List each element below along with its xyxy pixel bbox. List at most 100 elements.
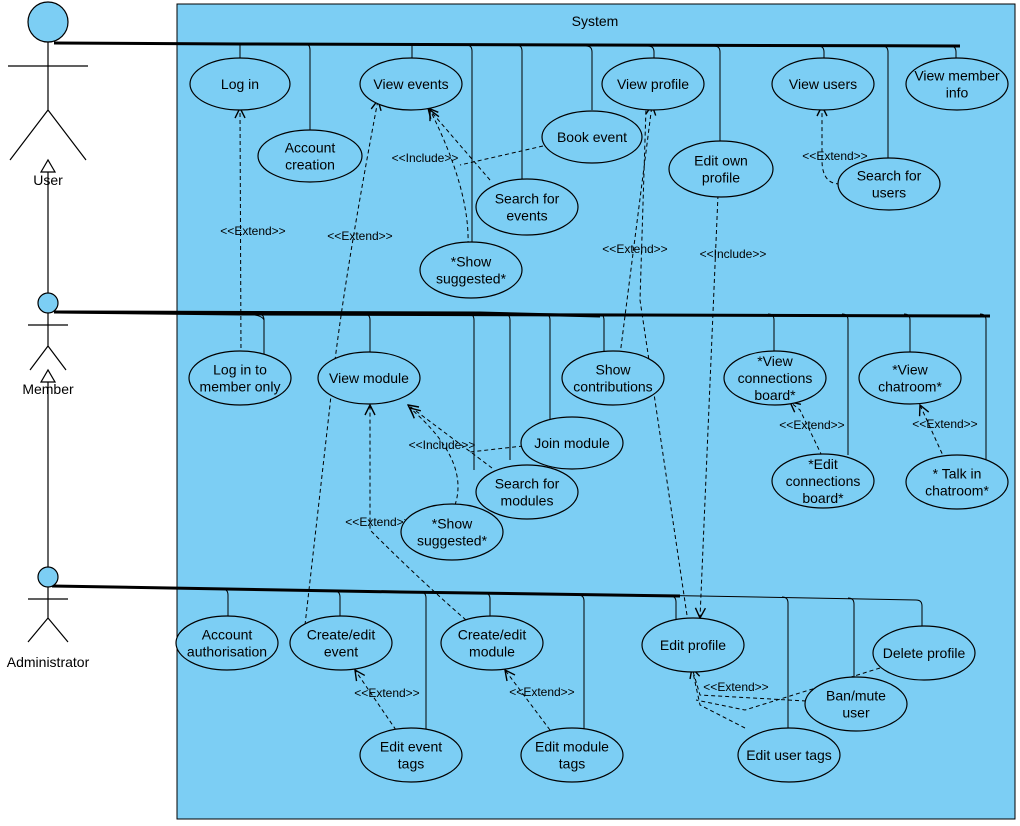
use-case-label: module (469, 644, 515, 660)
relation-label: <<Extend>> (345, 515, 410, 529)
use-case-label: member only (200, 379, 281, 395)
relation-show-suggested-events (430, 110, 469, 246)
relation-book-event (459, 145, 544, 166)
relation-label: <<Include>> (700, 247, 767, 261)
use-case-label: Create/edit (458, 627, 527, 643)
use-case-ellipse (561, 350, 665, 406)
relation-delete-profile (695, 667, 881, 711)
use-case-book-event[interactable]: Book event (541, 110, 643, 164)
use-case-label: user (842, 705, 870, 721)
use-case-label: Search for (495, 476, 560, 492)
use-case-view-module[interactable]: View module (317, 351, 421, 405)
relation-create-module-extend (370, 405, 467, 621)
use-case-label: *View (757, 353, 793, 369)
relation-module-tags-extend (505, 670, 551, 731)
use-case-label: authorisation (187, 644, 267, 660)
use-case-edit-profile[interactable]: Edit profile (641, 617, 745, 673)
use-case-label: View users (789, 76, 857, 92)
use-case-label: Edit profile (660, 637, 726, 653)
use-case-ellipse (858, 351, 962, 405)
use-case-label: creation (285, 157, 335, 173)
use-case-ellipse (257, 129, 363, 183)
use-case-label: tags (559, 756, 585, 772)
use-case-ellipse (771, 453, 875, 509)
use-case-label: Log in to (213, 362, 267, 378)
relation-label: <<Include>> (392, 151, 459, 165)
use-case-label: connections (786, 473, 861, 489)
use-case-label: View events (373, 76, 448, 92)
use-case-label: chatroom* (878, 379, 942, 395)
use-case-label: board* (802, 490, 844, 506)
use-case-ellipse (175, 615, 279, 671)
use-case-view-users[interactable]: View users (771, 57, 875, 111)
use-case-label: *Show (451, 254, 492, 270)
relation-search-users-extend (822, 106, 841, 185)
relation-show-contrib-extend (619, 105, 652, 356)
relation-join-module (469, 445, 524, 453)
relation-talk-chat-extend (920, 405, 946, 461)
use-case-label: Edit own (694, 153, 748, 169)
use-case-view-events[interactable]: View events (359, 57, 463, 111)
actor-member[interactable]: Member (22, 292, 74, 397)
use-case-delete-profile[interactable]: Delete profile (872, 625, 976, 681)
use-case-ellipse (440, 615, 544, 671)
use-case-label: users (872, 185, 906, 201)
use-case-join-module[interactable]: Join module (520, 416, 624, 470)
use-case-label: * Talk in (933, 466, 982, 482)
actor-user-label: User (33, 172, 63, 188)
use-case-label: View member (914, 68, 1000, 84)
use-case-login[interactable]: Log in (189, 57, 291, 111)
relation-show-suggested-module (410, 408, 459, 506)
relation-user-tags (691, 667, 746, 729)
relation-label: <<Extend>> (602, 242, 667, 256)
relation-label: <<Extend>> (354, 686, 419, 700)
use-case-ellipse (189, 57, 291, 111)
use-case-label: modules (501, 493, 554, 509)
relation-ban-extend (692, 668, 807, 702)
system-title: System (572, 13, 619, 29)
use-case-label: Account (285, 140, 336, 156)
use-case-label: View module (329, 370, 409, 386)
dependencies: <<Extend>> <<Include>> <<Extend>> <<Exte… (220, 100, 978, 731)
use-case-ellipse (541, 110, 643, 164)
use-case-edit-user-tags[interactable]: Edit user tags (737, 727, 841, 783)
actor-administrator[interactable]: Administrator (7, 566, 90, 670)
use-case-ellipse (188, 350, 292, 406)
actor-administrator-label: Administrator (7, 654, 90, 670)
use-case-label: profile (702, 170, 740, 186)
relation-event-tags-extend (355, 670, 397, 731)
use-case-label: View profile (617, 76, 689, 92)
use-case-label: chatroom* (925, 483, 989, 499)
use-case-label: event (324, 644, 358, 660)
use-case-ellipse (359, 727, 463, 783)
use-case-label: Book event (557, 129, 627, 145)
use-case-label: Log in (221, 76, 259, 92)
relation-label: <<Extend>> (779, 418, 844, 432)
generalizations (39, 158, 57, 567)
use-case-label: suggested* (436, 271, 507, 287)
actor-user[interactable]: User (8, 1, 88, 188)
use-case-view-profile[interactable]: View profile (601, 57, 705, 111)
use-case-ellipse (475, 464, 579, 520)
